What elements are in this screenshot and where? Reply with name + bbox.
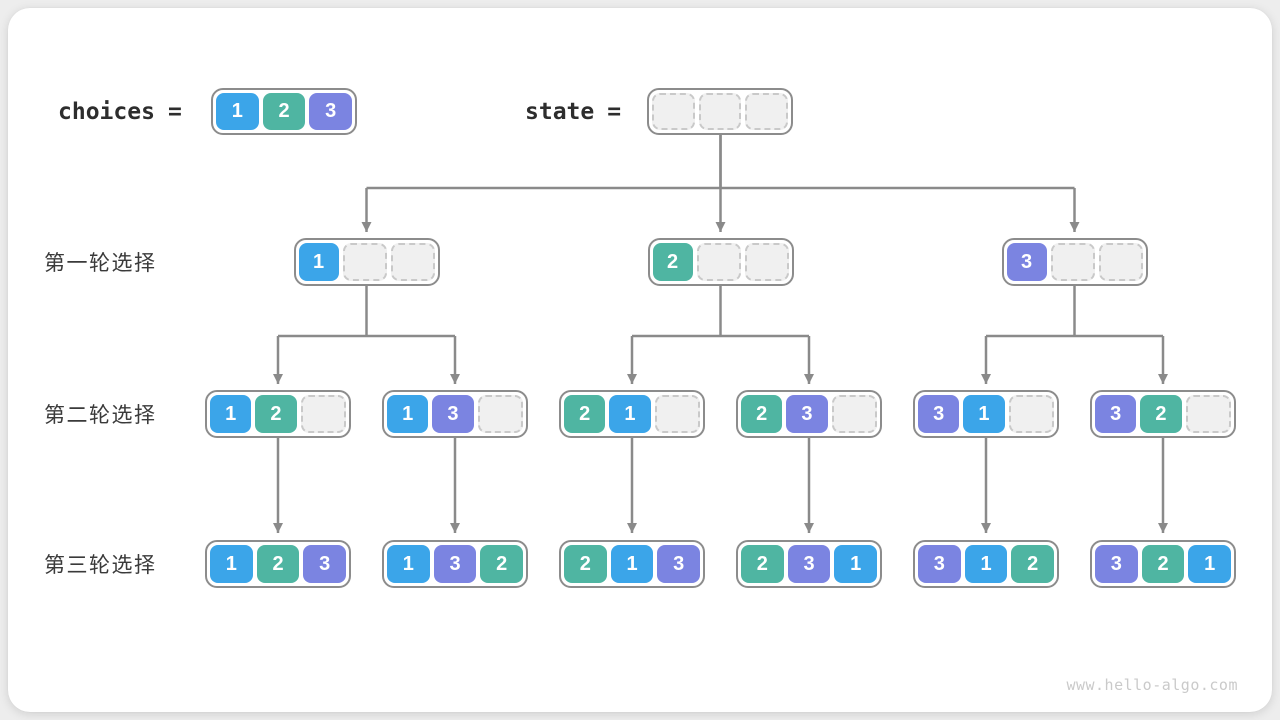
cell-empty bbox=[342, 243, 387, 281]
equals-sign: = bbox=[607, 98, 622, 125]
state-node: 2 bbox=[647, 238, 794, 286]
cell-empty bbox=[652, 93, 695, 130]
cell-value: 1 bbox=[834, 545, 878, 583]
cell-value: 3 bbox=[787, 545, 831, 583]
state-label-group: state = bbox=[525, 88, 621, 135]
cell-value: 2 bbox=[480, 545, 524, 583]
cell-value: 3 bbox=[657, 545, 701, 583]
cell-value: 1 bbox=[387, 395, 429, 433]
cell-value: 1 bbox=[298, 243, 339, 281]
cell-empty bbox=[698, 93, 742, 130]
cell-empty bbox=[390, 243, 435, 281]
cell-empty bbox=[831, 395, 877, 433]
cell-empty bbox=[654, 395, 700, 433]
cell-empty bbox=[745, 93, 789, 130]
choices-label-group: choices = bbox=[58, 88, 182, 135]
cell-value: 2 bbox=[741, 395, 783, 433]
cell-value: 2 bbox=[652, 243, 693, 281]
cell-value: 1 bbox=[963, 395, 1005, 433]
cell-value: 1 bbox=[964, 545, 1008, 583]
equals-sign: = bbox=[167, 98, 182, 125]
choices-label: choices bbox=[58, 98, 155, 125]
cell-value: 3 bbox=[786, 395, 828, 433]
cell-value: 3 bbox=[433, 545, 477, 583]
cell-empty bbox=[1008, 395, 1054, 433]
state-label: state bbox=[525, 98, 595, 125]
cell-value: 2 bbox=[564, 545, 607, 583]
state-node: 3 bbox=[1001, 238, 1148, 286]
cell-empty bbox=[1185, 395, 1231, 433]
cell-empty bbox=[1098, 243, 1143, 281]
cell-value: 1 bbox=[387, 545, 430, 583]
cell-value: 3 bbox=[918, 545, 961, 583]
cell-empty bbox=[1050, 243, 1095, 281]
cell-value: 3 bbox=[303, 545, 347, 583]
cell-value: 2 bbox=[1011, 545, 1055, 583]
row-label: 第一轮选择 bbox=[44, 252, 157, 275]
cell-value: 2 bbox=[255, 395, 297, 433]
cell-value: 2 bbox=[741, 545, 784, 583]
cell-value: 1 bbox=[1188, 545, 1232, 583]
cell-empty bbox=[696, 243, 741, 281]
cell-value: 2 bbox=[256, 545, 300, 583]
cell-value: 1 bbox=[216, 93, 259, 130]
watermark: www.hello-algo.com bbox=[1066, 676, 1238, 694]
cell-value: 1 bbox=[609, 395, 651, 433]
state-node: 1 bbox=[293, 238, 440, 286]
cell-value: 2 bbox=[1141, 545, 1185, 583]
row-label: 第三轮选择 bbox=[44, 554, 157, 577]
cell-value: 3 bbox=[1095, 395, 1137, 433]
cell-empty bbox=[477, 395, 523, 433]
cell-value: 1 bbox=[610, 545, 654, 583]
cell-value: 2 bbox=[1140, 395, 1182, 433]
cell-value: 2 bbox=[262, 93, 306, 130]
cell-value: 1 bbox=[210, 395, 252, 433]
state-box bbox=[647, 88, 793, 135]
cell-value: 3 bbox=[918, 395, 960, 433]
cell-value: 3 bbox=[1095, 545, 1138, 583]
row-label: 第二轮选择 bbox=[44, 404, 157, 427]
tree-connectors bbox=[273, 135, 1168, 533]
cell-value: 3 bbox=[1006, 243, 1047, 281]
cell-value: 3 bbox=[432, 395, 474, 433]
cell-empty bbox=[744, 243, 789, 281]
cell-empty bbox=[300, 395, 346, 433]
cell-value: 3 bbox=[309, 93, 353, 130]
cell-value: 2 bbox=[564, 395, 606, 433]
cell-value: 1 bbox=[210, 545, 253, 583]
